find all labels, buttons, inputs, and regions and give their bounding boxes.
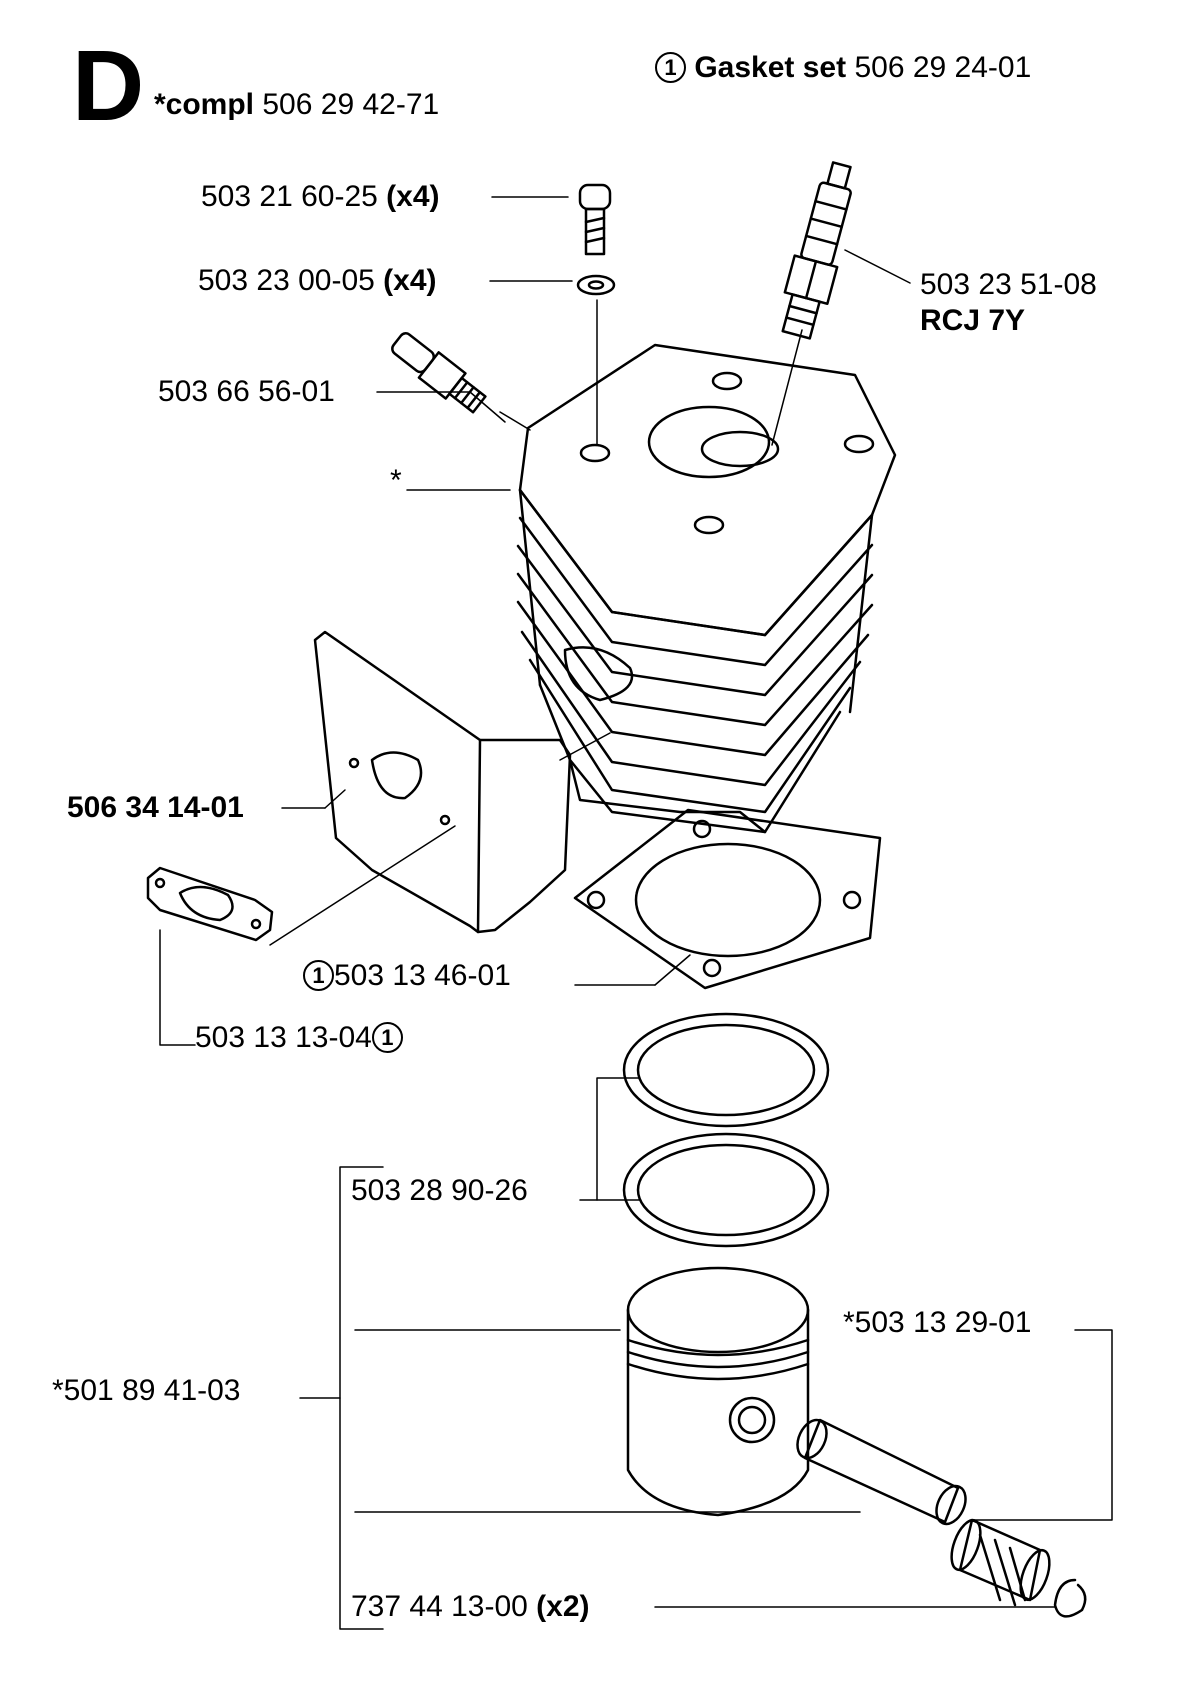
compl-number: 506 29 42-71	[262, 88, 440, 121]
spark-plug-number: 503 23 51-08	[920, 268, 1097, 301]
spark-plug-part	[781, 161, 852, 340]
circlip-part	[1053, 1578, 1087, 1618]
compl-label: *compl 506 29 42-71	[154, 90, 439, 120]
intake-gasket-part	[146, 866, 274, 942]
gasket-set-number: 506 29 24-01	[854, 51, 1032, 84]
circlip-label: 737 44 13-00 (x2)	[351, 1592, 590, 1622]
intake-gasket-marker: 1	[371, 1022, 403, 1053]
piston-part	[626, 1266, 810, 1517]
heat-shield-part	[313, 630, 572, 934]
spark-plug-type: RCJ 7Y	[920, 304, 1026, 337]
washer-qty: (x4)	[383, 264, 437, 297]
cylinder-part	[516, 343, 897, 834]
piston-rings-number: 503 28 90-26	[351, 1174, 528, 1207]
valve-part	[391, 332, 487, 414]
gasket-set-label: 1 Gasket set 506 29 24-01	[655, 52, 1031, 83]
screw-part	[578, 183, 612, 256]
base-gasket-part	[573, 808, 882, 990]
screw-qty: (x4)	[386, 180, 440, 213]
piston-ring-lower	[622, 1132, 830, 1248]
intake-gasket-number: 503 13 13-04	[195, 1021, 372, 1054]
circlip-qty: (x2)	[536, 1590, 590, 1623]
piston-pin-part	[796, 1418, 967, 1526]
section-letter: D	[72, 30, 145, 142]
heat-shield-number: 506 34 14-01	[67, 791, 244, 824]
screw-number: 503 21 60-25	[201, 180, 378, 213]
piston-number: *501 89 41-03	[52, 1374, 241, 1407]
washer-label: 503 23 00-05 (x4)	[198, 266, 437, 296]
leader-lines	[159, 196, 1113, 1630]
piston-ring-upper	[622, 1012, 830, 1128]
base-gasket-number: 503 13 46-01	[334, 959, 511, 992]
needle-bearing-part	[950, 1518, 1051, 1607]
gasket-set-text: Gasket set	[694, 51, 847, 84]
screw-label: 503 21 60-25 (x4)	[201, 182, 440, 212]
base-gasket-marker: 1	[303, 960, 334, 991]
valve-number: 503 66 56-01	[158, 375, 335, 408]
compl-text: *compl	[154, 88, 255, 121]
needle-bearing-number: *503 13 29-01	[843, 1306, 1032, 1339]
circlip-number: 737 44 13-00	[351, 1590, 528, 1623]
cylinder-marker: *	[390, 464, 402, 497]
washer-part	[576, 274, 616, 296]
gasket-set-marker: 1	[655, 52, 686, 83]
assembly-guide-lines	[269, 299, 803, 946]
washer-number: 503 23 00-05	[198, 264, 375, 297]
